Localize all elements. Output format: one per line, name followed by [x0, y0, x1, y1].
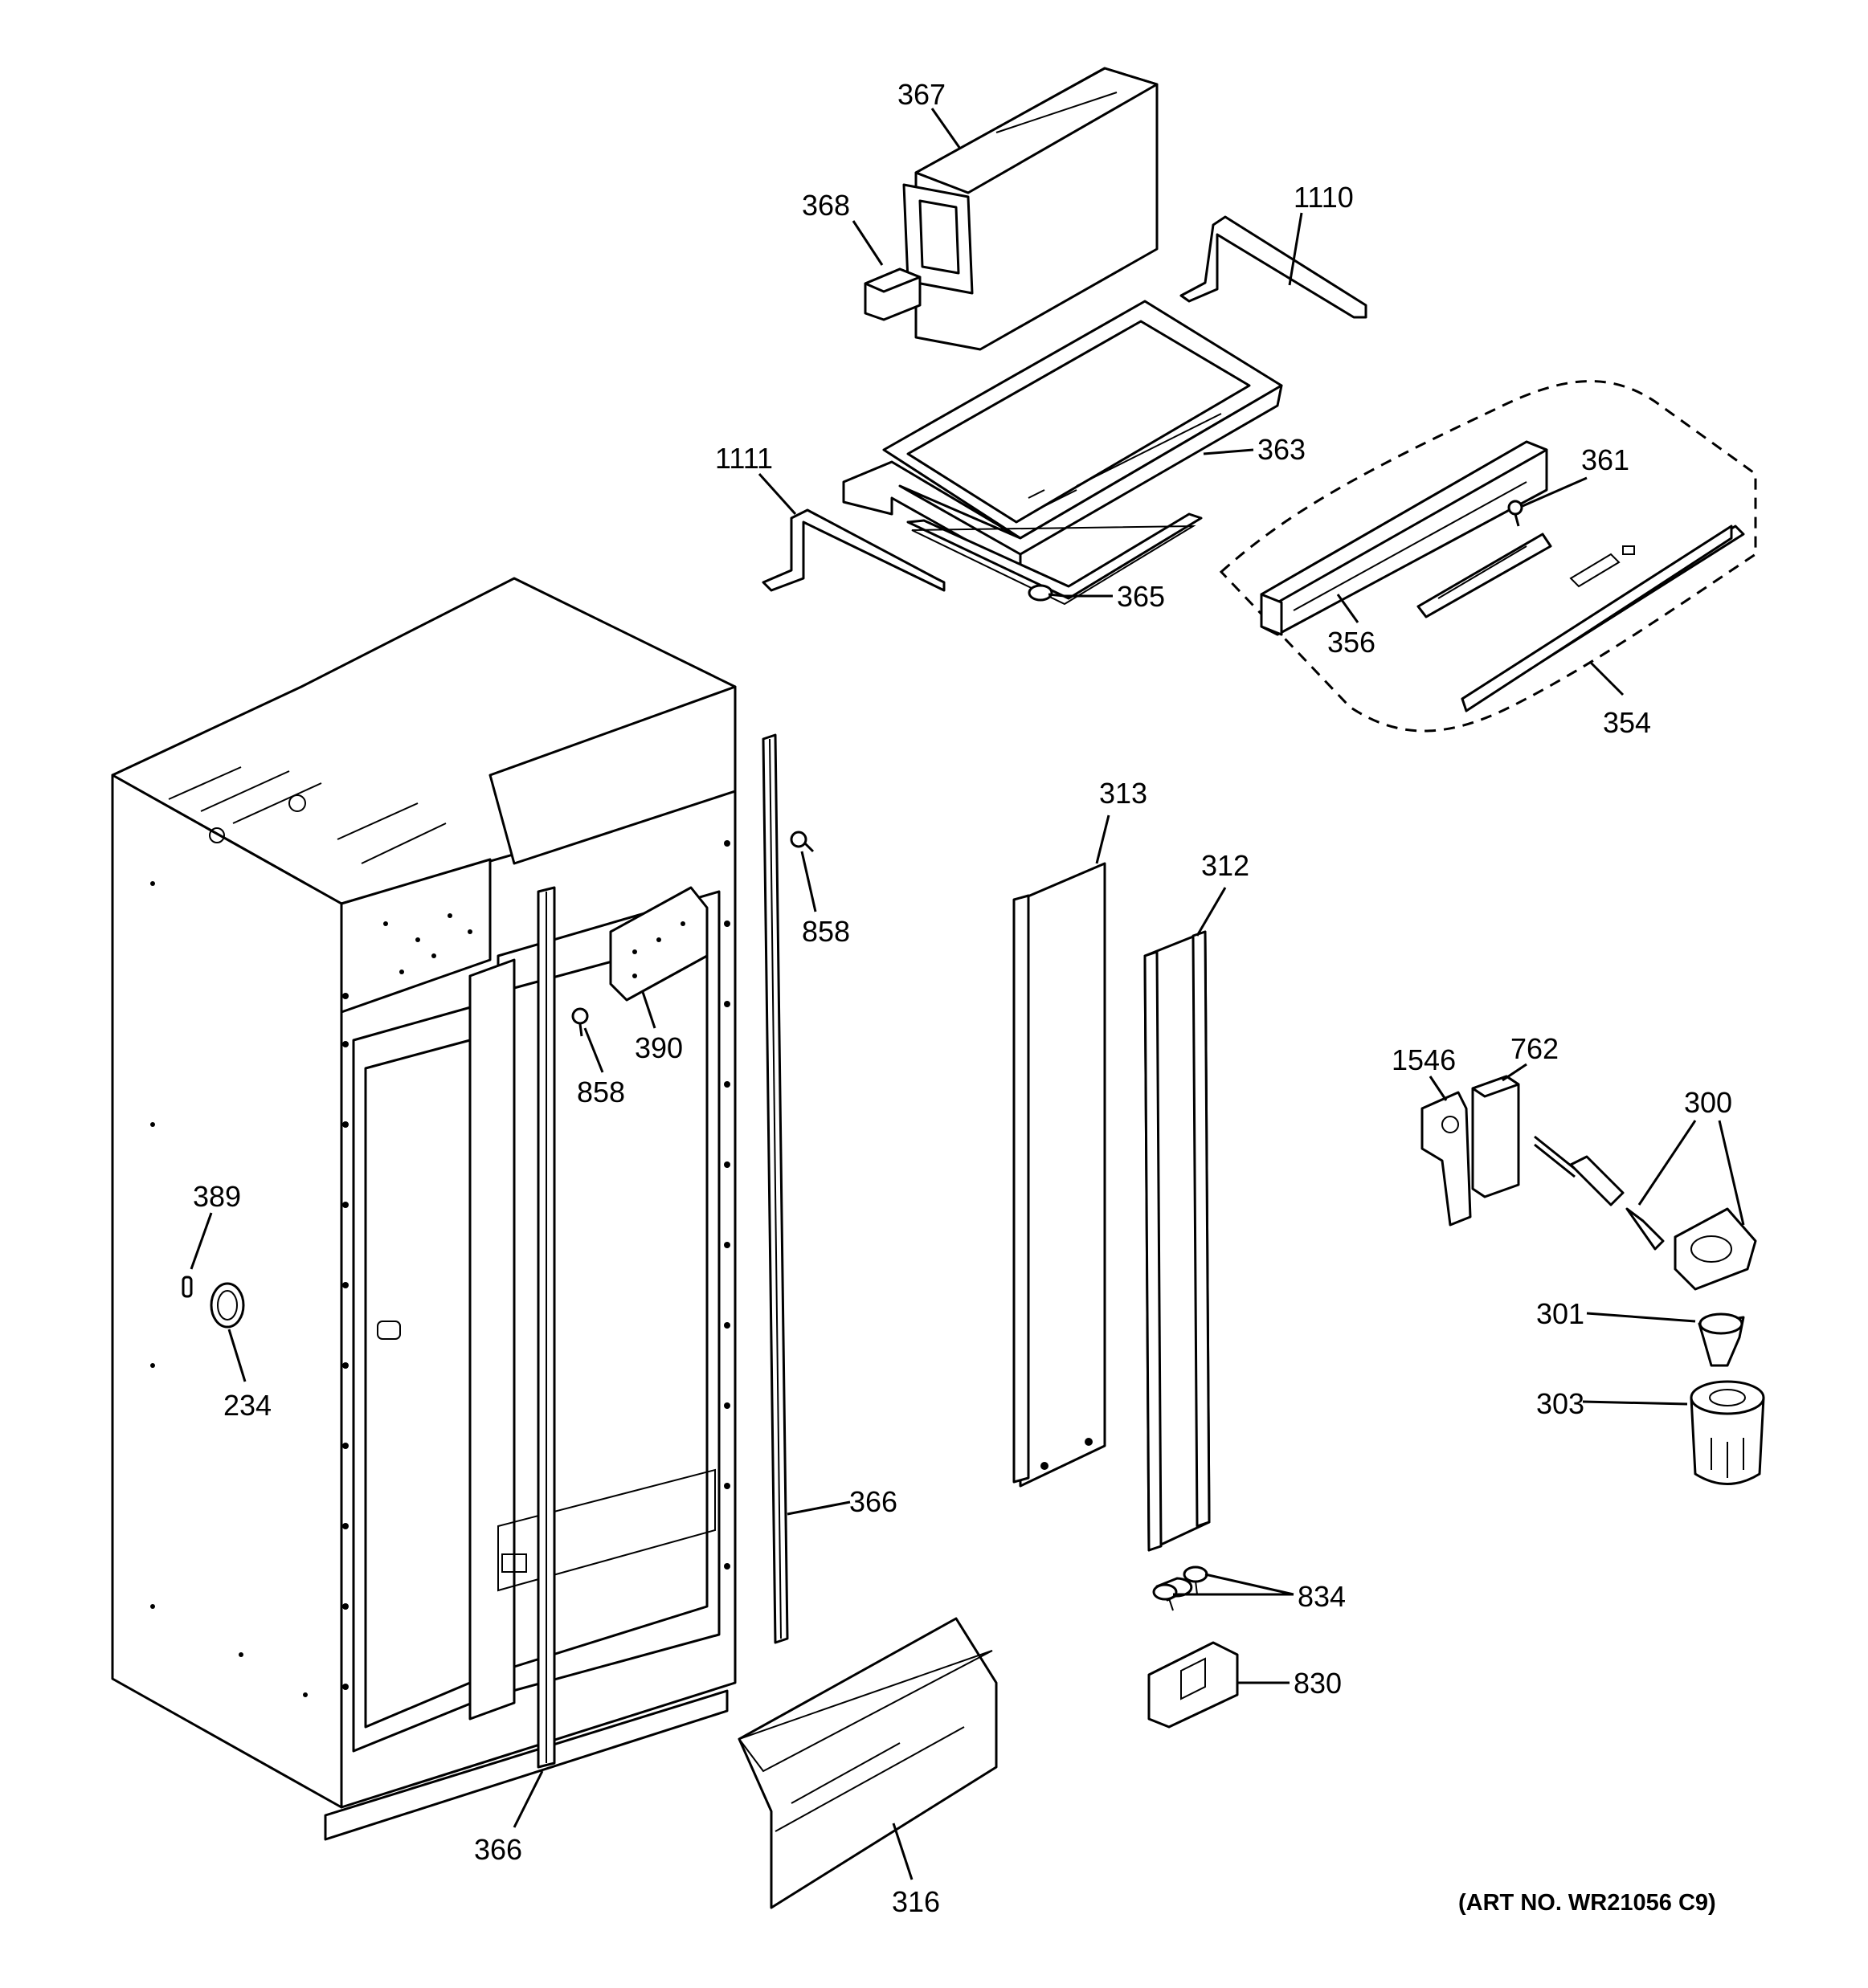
part-control-board — [1416, 533, 1552, 618]
callout-301: 301 — [1536, 1297, 1584, 1330]
part-evaporator-housing — [842, 300, 1283, 572]
part-389-pin — [182, 1276, 193, 1298]
callout-834: 834 — [1298, 1580, 1346, 1613]
part-301-filter-cap — [1698, 1312, 1745, 1367]
callout-labels: 367 368 1110 1111 363 365 361 356 354 31… — [193, 78, 1732, 1918]
callout-234: 234 — [223, 1389, 272, 1422]
callout-316: 316 — [892, 1885, 940, 1918]
part-366-door-strip-left — [537, 886, 556, 1769]
part-366-door-strip-right — [762, 733, 789, 1644]
callout-1110: 1110 — [1294, 181, 1354, 214]
part-390-mounting-plate — [609, 886, 709, 1002]
callout-366-right: 366 — [849, 1485, 897, 1518]
callout-367: 367 — [897, 78, 946, 111]
part-316-kick-plate — [738, 1617, 998, 1909]
control-kit-dashed-outline — [1219, 380, 1757, 733]
part-313-side-panel — [1012, 862, 1106, 1488]
housing-vent-slots — [1028, 413, 1222, 507]
part-354-control-panel-faceplate — [1461, 525, 1745, 712]
callout-762: 762 — [1510, 1032, 1559, 1065]
callout-1111: 1111 — [715, 442, 773, 475]
callout-858-lower: 858 — [577, 1076, 625, 1108]
callout-389: 389 — [193, 1180, 241, 1213]
part-367-air-duct — [902, 67, 1159, 351]
part-858-screw-upper — [790, 831, 815, 853]
art-number: (ART NO. WR21056 C9) — [1458, 1890, 1716, 1916]
part-365-clip — [1028, 584, 1065, 602]
callout-368: 368 — [802, 189, 850, 222]
callout-303: 303 — [1536, 1387, 1584, 1420]
part-1546-filter-bracket — [1420, 1091, 1472, 1227]
callout-356: 356 — [1327, 626, 1375, 659]
part-363-gasket — [906, 512, 1203, 606]
part-834-feet — [1152, 1565, 1208, 1611]
callout-390: 390 — [635, 1031, 683, 1064]
callout-366-left: 366 — [474, 1833, 522, 1866]
leader-lines — [190, 108, 1745, 1880]
part-830-bracket — [1147, 1641, 1239, 1729]
callout-830: 830 — [1294, 1667, 1342, 1700]
callout-858-upper: 858 — [802, 915, 850, 948]
part-361-screw — [1507, 500, 1523, 527]
callout-365: 365 — [1117, 580, 1165, 613]
part-1110-bracket — [1179, 215, 1367, 319]
part-356-control-housing — [1260, 440, 1548, 636]
callout-313: 313 — [1099, 777, 1147, 810]
callout-363: 363 — [1257, 433, 1306, 466]
part-858-screw-lower — [571, 1007, 589, 1037]
callout-1546: 1546 — [1392, 1043, 1456, 1076]
part-368-foam-block — [864, 267, 922, 321]
part-1111-bracket — [762, 508, 946, 592]
callout-312: 312 — [1201, 849, 1249, 882]
callout-361: 361 — [1581, 443, 1629, 476]
callout-354: 354 — [1603, 706, 1651, 739]
part-300-filter-head-and-tubing — [1534, 1135, 1757, 1291]
part-312-side-panel — [1143, 930, 1211, 1552]
part-762-foam-insulation — [1471, 1075, 1520, 1198]
cabinet-fastener-dots — [150, 840, 730, 1697]
part-234-round-vent — [210, 1282, 245, 1329]
callout-300: 300 — [1684, 1086, 1732, 1119]
part-303-water-filter — [1690, 1380, 1765, 1485]
